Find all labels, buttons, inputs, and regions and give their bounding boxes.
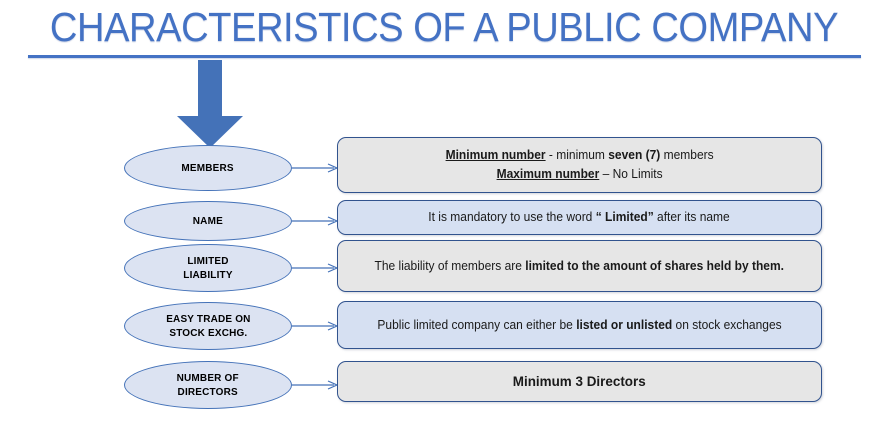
text-segment: – No Limits	[599, 167, 663, 181]
characteristic-ellipse[interactable]: LIMITED LIABILITY	[124, 244, 292, 292]
characteristic-ellipse[interactable]: EASY TRADE ON STOCK EXCHG.	[124, 302, 292, 350]
text-segment: - minimum	[545, 148, 609, 162]
arrow-right-connector-icon	[292, 216, 339, 226]
text-segment: Public limited company can either be	[377, 317, 577, 332]
ellipse-label-line: MEMBERS	[181, 162, 235, 174]
text-segment: listed or unlisted	[576, 317, 673, 332]
text-segment: “ Limited”	[596, 210, 655, 224]
ellipse-label-line: LIMITED	[187, 255, 229, 267]
arrow-right-connector-icon	[292, 321, 339, 331]
characteristic-detail-box: The liability of members are limited to …	[337, 240, 822, 292]
text-segment: seven (7)	[608, 148, 661, 162]
text-segment: The liability of members are	[374, 258, 526, 273]
characteristic-ellipse-label: MEMBERS	[182, 161, 234, 175]
ellipse-label-line: NAME	[192, 215, 224, 227]
ellipse-label-line: DIRECTORS	[177, 386, 239, 398]
characteristic-detail-text: Minimum number - minimum seven (7) membe…	[445, 146, 713, 184]
characteristic-ellipse[interactable]: NUMBER OF DIRECTORS	[124, 361, 292, 409]
characteristic-detail-text: The liability of members are limited to …	[375, 257, 784, 276]
down-block-arrow-icon	[177, 60, 243, 148]
characteristic-ellipse-label: EASY TRADE ON STOCK EXCHG.	[166, 312, 250, 340]
text-segment: Minimum number	[445, 148, 546, 162]
text-segment: Minimum 3 Directors	[513, 373, 646, 389]
characteristic-detail-text: Minimum 3 Directors	[513, 372, 646, 391]
characteristic-ellipse-label: NUMBER OF DIRECTORS	[177, 371, 239, 399]
characteristic-detail-text: Public limited company can either be lis…	[377, 316, 781, 335]
arrow-right-connector-icon	[292, 263, 339, 273]
title-underline-rule	[28, 55, 861, 58]
characteristic-detail-text: It is mandatory to use the word “ Limite…	[429, 208, 730, 227]
ellipse-label-line: STOCK EXCHG.	[168, 327, 248, 339]
page-title: CHARACTERISTICS OF A PUBLIC COMPANY	[49, 4, 839, 50]
characteristic-detail-box: Minimum number - minimum seven (7) membe…	[337, 137, 822, 193]
arrow-right-connector-icon	[292, 380, 339, 390]
characteristic-detail-box: It is mandatory to use the word “ Limite…	[337, 200, 822, 235]
text-segment: limited to the amount of shares held by …	[525, 258, 785, 273]
characteristic-ellipse-label: LIMITED LIABILITY	[183, 254, 232, 282]
ellipse-label-line: EASY TRADE ON	[165, 313, 251, 325]
characteristic-detail-box: Minimum 3 Directors	[337, 361, 822, 402]
text-segment: members	[660, 148, 714, 162]
text-segment: on stock exchanges	[672, 317, 782, 332]
text-segment: It is mandatory to use the word	[428, 210, 597, 224]
title-area: CHARACTERISTICS OF A PUBLIC COMPANY	[0, 0, 888, 62]
characteristic-detail-box: Public limited company can either be lis…	[337, 301, 822, 349]
ellipse-label-line: NUMBER OF	[176, 372, 240, 384]
ellipse-label-line: LIABILITY	[183, 269, 233, 281]
text-segment: after its name	[654, 210, 731, 224]
characteristic-ellipse-label: NAME	[193, 214, 223, 228]
text-segment: Maximum number	[496, 167, 600, 181]
characteristic-ellipse[interactable]: NAME	[124, 201, 292, 241]
arrow-right-connector-icon	[292, 163, 339, 173]
characteristic-ellipse[interactable]: MEMBERS	[124, 145, 292, 191]
